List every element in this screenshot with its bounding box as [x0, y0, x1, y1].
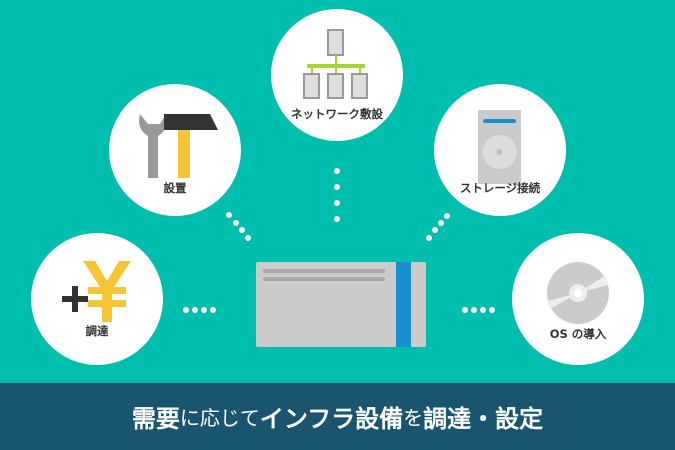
connector-dot	[183, 307, 189, 313]
connector-dot	[426, 235, 432, 241]
connector-dot	[432, 227, 438, 233]
connector-dot	[192, 307, 198, 313]
connector-dot	[226, 212, 232, 218]
server-line	[263, 269, 385, 273]
install-circle: 設置	[109, 84, 241, 216]
connector-dot	[201, 307, 207, 313]
connector-dot	[334, 216, 340, 222]
procurement-label: 調達	[85, 324, 109, 338]
os-label: OS の導入	[549, 327, 607, 341]
yen-plus-icon	[62, 261, 131, 322]
network-circle: ネットワーク敷設	[271, 9, 403, 141]
tools-icon	[139, 114, 218, 178]
headline-part: に応じて	[179, 406, 260, 430]
storage-icon	[478, 110, 521, 184]
os-circle: OS の導入	[512, 233, 644, 365]
headline-band: 需要 に応じて インフラ設備 を 調達・設定	[0, 383, 675, 450]
disc-icon	[547, 262, 609, 324]
connector-dot	[210, 307, 216, 313]
server-stripe	[396, 262, 411, 347]
network-icon	[303, 29, 368, 99]
connector-dot	[334, 200, 340, 206]
connector-dot	[334, 168, 340, 174]
install-label: 設置	[163, 181, 187, 195]
headline-part: 需要	[131, 405, 180, 433]
storage-circle: ストレージ接続	[434, 84, 566, 216]
storage-label: ストレージ接続	[459, 181, 541, 195]
server-line	[263, 277, 385, 281]
connector-dot	[444, 213, 450, 219]
procurement-circle: 調達	[31, 233, 163, 365]
headline-part: 調達・設定	[423, 405, 544, 433]
connector-dot	[462, 307, 468, 313]
headline-part: を	[403, 406, 424, 430]
connector-dot	[480, 307, 486, 313]
connector-dot	[489, 307, 495, 313]
connector-dot	[245, 235, 251, 241]
connector-dot	[334, 184, 340, 190]
connector-dot	[471, 307, 477, 313]
connector-dot	[239, 227, 245, 233]
headline-part: インフラ設備	[259, 405, 404, 433]
server-icon	[256, 262, 426, 347]
connector-dot	[438, 220, 444, 226]
connector-dot	[233, 220, 239, 226]
network-label: ネットワーク敷設	[291, 107, 383, 121]
